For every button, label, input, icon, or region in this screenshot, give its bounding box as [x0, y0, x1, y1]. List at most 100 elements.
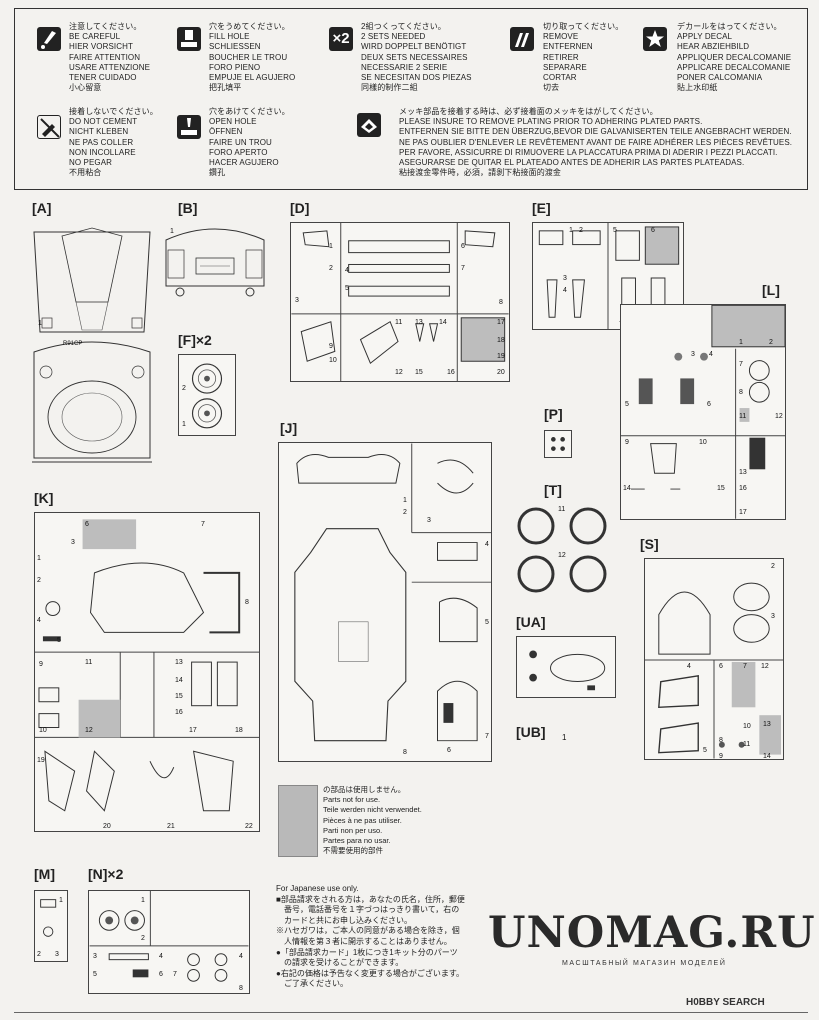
- legend-line: SEPARARE: [543, 62, 587, 72]
- no-cement-icon: [37, 115, 61, 139]
- part-group-a: 1 R91CP: [32, 222, 152, 465]
- fill-hole-icon: [177, 27, 201, 51]
- section-label-b: [B]: [178, 200, 198, 216]
- body-shell-drawing: [32, 227, 152, 463]
- legend-line: NICHT KLEBEN: [69, 127, 129, 137]
- part-group-t: 11 12: [514, 502, 610, 598]
- japanese-note-line: の請求を受けることができます。: [276, 958, 404, 968]
- legend-line: HACER AGUJERO: [209, 158, 279, 168]
- legend-line: 不用粘合: [69, 168, 102, 178]
- legend-line: CORTAR: [543, 73, 577, 83]
- legend-line: NECESSARIE 2 SERIE: [361, 62, 448, 72]
- caution-icon: [37, 27, 61, 51]
- japanese-note-line: ご了承ください。: [276, 979, 348, 989]
- section-label-s: [S]: [640, 536, 659, 552]
- legend-plating-text: メッキ部品を接着する時は、必ず接着面のメッキをはがしてください。PLEASE I…: [399, 107, 792, 178]
- japanese-note-line: ●「部品請求カード」1枚につき1キット分のパーツ: [276, 947, 458, 957]
- section-label-p: [P]: [544, 406, 563, 422]
- legend-line: NE PAS OUBLIER D'ENLEVER LE REVÊTEMENT A…: [399, 137, 793, 147]
- not-for-use-swatch: [278, 785, 318, 857]
- section-label-k: [K]: [34, 490, 54, 506]
- japanese-note-line: 番号，電話番号を１字づつはっきり書いて，右の: [276, 905, 460, 915]
- legend-line: DO NOT CEMENT: [69, 117, 138, 127]
- legend-line: ASEGURARSE DE QUITAR EL PLATEADO ANTES D…: [399, 158, 745, 168]
- legend-line: FORO PIENO: [209, 62, 261, 72]
- section-label-t: [T]: [544, 482, 562, 498]
- legend-line: TENER CUIDADO: [69, 73, 137, 83]
- legend-line: USARE ATTENZIONE: [69, 62, 151, 72]
- legend-line: APPLY DECAL: [677, 32, 733, 42]
- legend-line: BOUCHER LE TROU: [209, 52, 288, 62]
- legend-line: ENTFERNEN: [543, 42, 593, 52]
- legend-line: デカールをはってください。: [677, 22, 782, 31]
- legend-line: 粘接渡金零件時，必須，請剝下粘接面的渡金: [399, 168, 561, 178]
- not-for-use-line: の部品は使用しません。: [323, 785, 406, 794]
- legend-line: 2 SETS NEEDED: [361, 32, 426, 42]
- legend-line: 2組つくってください。: [361, 22, 446, 31]
- japanese-order-notes: For Japanese use only.■部品請求をされる方は，あなたの氏名…: [276, 884, 465, 990]
- not-for-use-line: Pièces à ne pas utiliser.: [323, 815, 402, 825]
- sprue-ua: [516, 636, 616, 698]
- legend-line: REMOVE: [543, 32, 579, 42]
- legend-line: DEUX SETS NECESSAIRES: [361, 52, 468, 62]
- legend-line: 鑽孔: [209, 168, 226, 178]
- legend-line: 貼上水印紙: [677, 83, 718, 93]
- legend-line: BE CAREFUL: [69, 32, 121, 42]
- section-label-e: [E]: [532, 200, 551, 216]
- sprue-f: 2 1: [178, 354, 236, 436]
- section-label-f: [F]×2: [178, 332, 212, 348]
- sprue-s: 2 3 4 6 7 12 5 8 9 10 11 13 14: [644, 558, 784, 760]
- section-label-n: [N]×2: [88, 866, 124, 882]
- legend-line: 穴をあけてください。: [209, 107, 290, 116]
- japanese-note-line: ●右記の価格は予告なく変更する場合がございます。: [276, 968, 465, 978]
- legend-line: SCHLIESSEN: [209, 42, 261, 52]
- legend-line: FAIRE UN TROU: [209, 137, 272, 147]
- not-for-use-line: 不需要使用的部件: [323, 846, 383, 856]
- legend-line: APPLICARE DECALCOMANIE: [677, 62, 791, 72]
- legend-line: 把孔填平: [209, 83, 242, 93]
- not-for-use-line: Parti non per uso.: [323, 825, 383, 835]
- legend-line: 接着しないでください。: [69, 107, 158, 116]
- sprue-d: 1 6 2 7 3 8 4 5 9 10 11 12 13 14 15 16 1…: [290, 222, 510, 382]
- bottom-rule: [14, 1012, 808, 1013]
- a-plate-text: R91CP: [63, 341, 83, 347]
- watermark-title: UNOMAG.RU: [488, 908, 816, 958]
- japanese-note-line: 人情報を第３者に開示することはありません。: [276, 936, 452, 946]
- plating-icon: [357, 113, 381, 137]
- legend-line: OPEN HOLE: [209, 117, 257, 127]
- legend-line: ÖFFNEN: [209, 127, 243, 137]
- section-label-m: [M]: [34, 866, 55, 882]
- japanese-note-line: カードと共にお申し込みください。: [276, 915, 412, 925]
- legend-line: 同樣的制作二組: [361, 83, 418, 93]
- decal-star-icon: [643, 27, 667, 51]
- legend-line: FILL HOLE: [209, 32, 250, 42]
- legend-line: WIRD DOPPELT BENÖTIGT: [361, 42, 467, 52]
- legend-line: APPLIQUER DECALCOMANIE: [677, 52, 792, 62]
- sprue-p: [544, 430, 572, 458]
- japanese-note-line: ■部品請求をされる方は，あなたの氏名，住所，郵便: [276, 894, 465, 904]
- japanese-note-line: For Japanese use only.: [276, 884, 359, 893]
- not-for-use-line: Partes para no usar.: [323, 836, 391, 846]
- legend-line: PLEASE INSURE TO REMOVE PLATING PRIOR TO…: [399, 117, 703, 127]
- legend-line: ENTFERNEN SIE BITTE DEN ÜBERZUG,BEVOR DI…: [399, 127, 792, 137]
- legend-line: 穴をうめてください。: [209, 22, 290, 31]
- section-label-a: [A]: [32, 200, 52, 216]
- remove-icon: [510, 27, 534, 51]
- legend-line: EMPUJE EL AGUJERO: [209, 73, 296, 83]
- legend-line: RETIRER: [543, 52, 579, 62]
- two-sets-icon: ×2: [329, 27, 353, 51]
- legend-line: 切り取ってください。: [543, 22, 624, 31]
- open-hole-icon: [177, 115, 201, 139]
- part-group-b: 1: [160, 220, 270, 300]
- legend-line: メッキ部品を接着する時は、必ず接着面のメッキをはがしてください。: [399, 107, 658, 116]
- legend-line: PONER CALCOMANIA: [677, 73, 763, 83]
- sprue-l: 1 2 3 4 5 6 7 8 9 10 11 12 13 14 15 16 1…: [620, 304, 786, 520]
